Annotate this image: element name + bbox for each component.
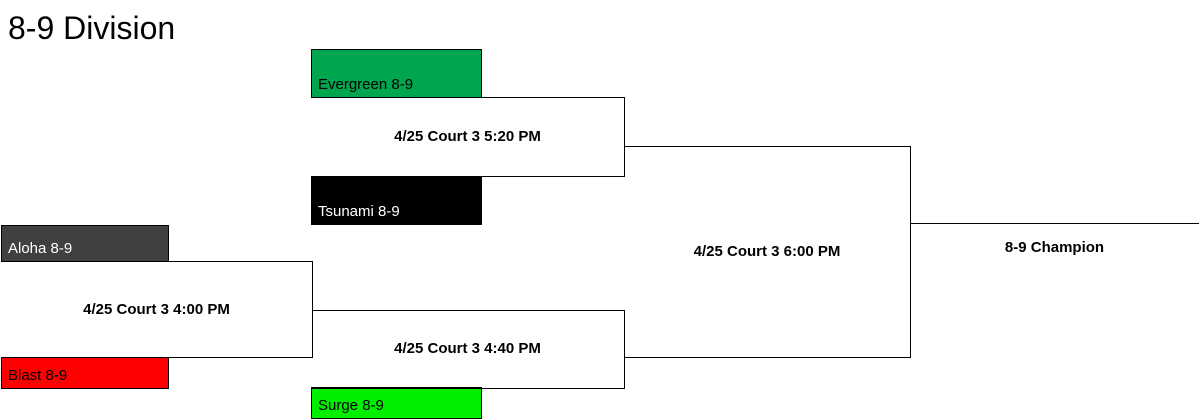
bracket-line bbox=[1, 357, 313, 358]
team-tsunami: Tsunami 8-9 bbox=[311, 176, 482, 225]
bracket-line bbox=[1, 261, 313, 262]
bracket-line bbox=[311, 97, 625, 98]
game-final: 4/25 Court 3 6:00 PM bbox=[693, 243, 841, 260]
game-round1: 4/25 Court 3 4:00 PM bbox=[83, 301, 230, 318]
bracket-line bbox=[312, 261, 313, 358]
team-evergreen: Evergreen 8-9 bbox=[311, 49, 482, 98]
team-blast-label: Blast 8-9 bbox=[8, 367, 68, 384]
team-evergreen-label: Evergreen 8-9 bbox=[318, 76, 414, 93]
bracket-line bbox=[311, 388, 625, 389]
bracket-line bbox=[624, 146, 911, 147]
game-semi-top: 4/25 Court 3 5:20 PM bbox=[394, 128, 541, 145]
team-aloha: Aloha 8-9 bbox=[1, 225, 169, 262]
bracket-line bbox=[624, 97, 625, 177]
bracket-line bbox=[311, 176, 625, 177]
champion-line bbox=[910, 223, 1199, 224]
team-surge-label: Surge 8-9 bbox=[318, 397, 384, 414]
team-surge: Surge 8-9 bbox=[311, 387, 482, 419]
bracket-line bbox=[910, 146, 911, 358]
champion-label: 8-9 Champion bbox=[1004, 239, 1105, 256]
team-aloha-label: Aloha 8-9 bbox=[8, 240, 73, 257]
team-tsunami-label: Tsunami 8-9 bbox=[318, 203, 400, 220]
game-semi-bottom: 4/25 Court 3 4:40 PM bbox=[394, 340, 541, 357]
division-title: 8-9 Division bbox=[8, 10, 176, 46]
bracket-line bbox=[624, 310, 625, 389]
bracket-line bbox=[312, 310, 625, 311]
bracket-line bbox=[624, 357, 911, 358]
team-blast: Blast 8-9 bbox=[1, 357, 169, 389]
